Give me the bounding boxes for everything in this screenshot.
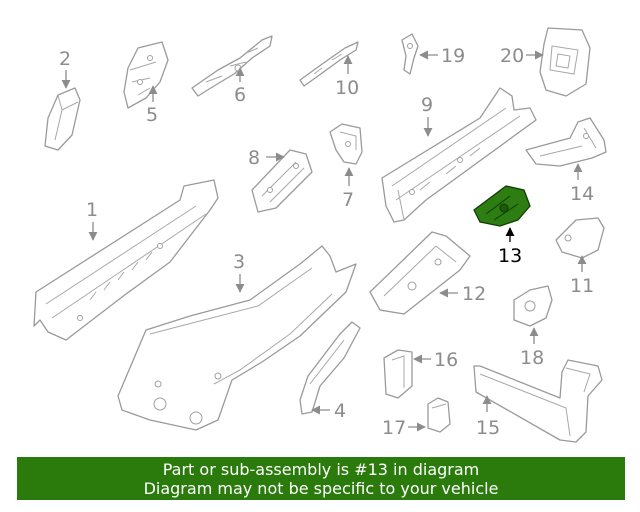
- callout-1: 1: [86, 199, 98, 241]
- banner-line-2: Diagram may not be specific to your vehi…: [143, 479, 499, 498]
- callout-6: 6: [234, 67, 246, 106]
- part-14[interactable]: [525, 117, 607, 167]
- svg-text:16: 16: [434, 349, 458, 371]
- callout-9: 9: [421, 94, 433, 137]
- callout-20: 20: [500, 45, 544, 67]
- part-18[interactable]: [513, 285, 553, 327]
- part-20[interactable]: [539, 27, 591, 97]
- callout-17: 17: [382, 417, 426, 439]
- parts-diagram: 2 5 6 10 19: [33, 27, 607, 443]
- part-4[interactable]: [299, 321, 361, 415]
- part-19[interactable]: [401, 33, 419, 75]
- callout-3: 3: [233, 251, 245, 293]
- callout-13: 13: [498, 227, 522, 267]
- callout-14: 14: [570, 163, 594, 205]
- svg-text:15: 15: [476, 417, 500, 439]
- part-7[interactable]: [329, 123, 363, 165]
- svg-text:2: 2: [59, 48, 71, 70]
- part-9[interactable]: [381, 87, 537, 223]
- part-11[interactable]: [555, 217, 605, 259]
- banner-line-1: Part or sub-assembly is #13 in diagram: [162, 460, 480, 479]
- part-2[interactable]: [44, 87, 81, 151]
- svg-text:10: 10: [335, 77, 359, 99]
- part-16[interactable]: [383, 349, 413, 399]
- part-10[interactable]: [299, 41, 359, 87]
- part-15[interactable]: [473, 359, 603, 443]
- callout-18: 18: [520, 327, 544, 369]
- callout-2: 2: [59, 48, 71, 89]
- svg-text:8: 8: [248, 147, 260, 169]
- svg-text:17: 17: [382, 417, 406, 439]
- svg-text:5: 5: [146, 104, 158, 126]
- callout-16: 16: [413, 349, 458, 371]
- callout-7: 7: [342, 167, 354, 211]
- svg-text:7: 7: [342, 189, 354, 211]
- callout-4: 4: [311, 400, 346, 422]
- svg-text:12: 12: [462, 283, 486, 305]
- info-banner: Part or sub-assembly is #13 in diagram D…: [17, 457, 625, 500]
- svg-text:11: 11: [570, 275, 594, 297]
- callout-12: 12: [439, 283, 486, 305]
- svg-text:9: 9: [421, 94, 433, 116]
- svg-text:13: 13: [498, 245, 522, 267]
- svg-text:14: 14: [570, 183, 594, 205]
- svg-text:4: 4: [334, 400, 346, 422]
- part-12[interactable]: [369, 231, 471, 315]
- part-8[interactable]: [251, 149, 313, 213]
- callout-15: 15: [476, 395, 500, 439]
- svg-text:18: 18: [520, 347, 544, 369]
- callout-19: 19: [419, 45, 465, 67]
- callout-11: 11: [570, 255, 594, 297]
- part-3[interactable]: [117, 245, 357, 431]
- part-5[interactable]: [123, 41, 169, 109]
- part-6[interactable]: [191, 35, 273, 97]
- callout-5: 5: [146, 85, 158, 126]
- callout-8: 8: [248, 147, 285, 169]
- part-17[interactable]: [427, 397, 451, 433]
- part-13-highlighted[interactable]: [473, 185, 531, 227]
- svg-text:1: 1: [86, 199, 98, 221]
- svg-text:3: 3: [233, 251, 245, 273]
- callout-10: 10: [335, 55, 359, 99]
- svg-text:20: 20: [500, 45, 524, 67]
- part-1[interactable]: [33, 179, 219, 341]
- svg-text:6: 6: [234, 84, 246, 106]
- svg-text:19: 19: [441, 45, 465, 67]
